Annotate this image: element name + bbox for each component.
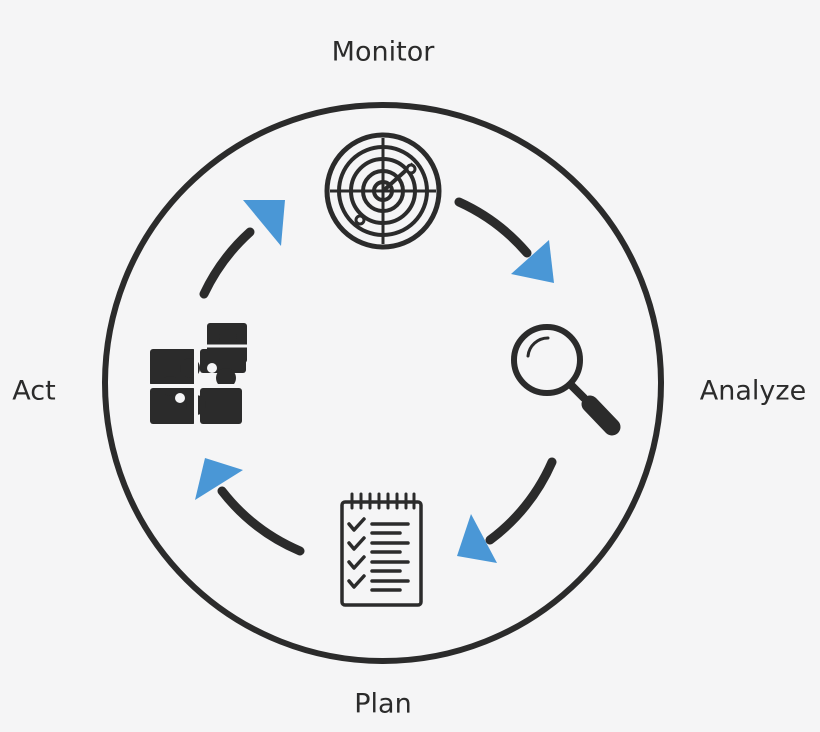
arrowhead-to-monitor	[243, 200, 285, 246]
arc-plan-to-act	[217, 486, 305, 556]
magnifier-icon	[511, 324, 621, 436]
stage-label-act: Act	[12, 375, 56, 407]
arc-monitor-to-analyze	[454, 197, 532, 258]
stage-label-plan: Plan	[354, 688, 412, 720]
arc-analyze-to-plan	[485, 457, 557, 545]
arrowhead-to-act	[195, 458, 243, 500]
arrowhead-to-analyze	[511, 240, 554, 283]
stage-label-analyze: Analyze	[699, 375, 807, 407]
arc-act-to-monitor	[199, 227, 255, 299]
checklist-icon	[340, 492, 423, 607]
puzzle-icon	[150, 323, 247, 424]
arrowhead-to-plan	[457, 514, 497, 563]
outer-ring	[102, 102, 664, 664]
radar-icon	[324, 132, 442, 250]
stage-label-monitor: Monitor	[331, 36, 435, 68]
